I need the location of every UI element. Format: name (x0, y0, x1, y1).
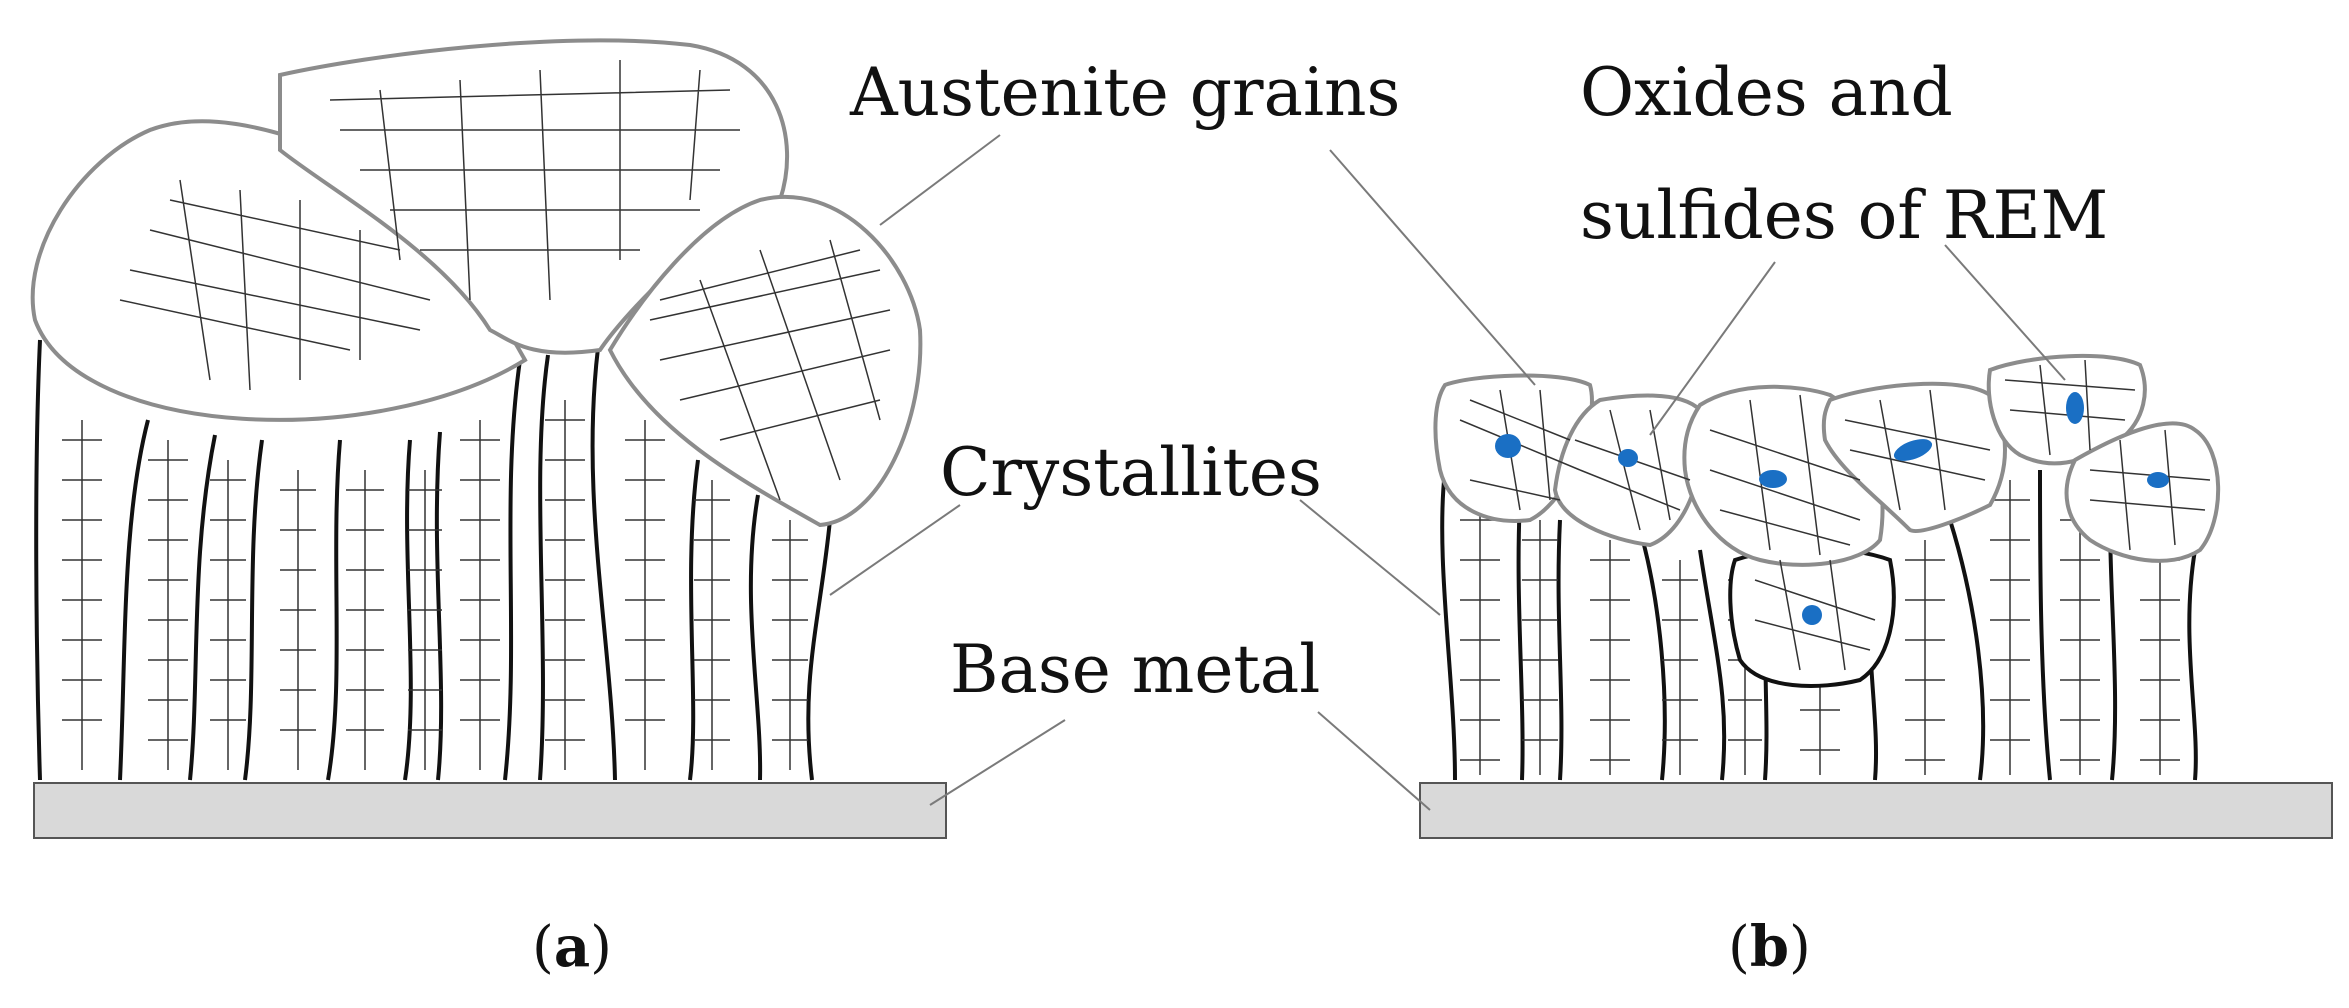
austenite-grains-b (1433, 353, 2221, 688)
label-crystallites: Crystallites (940, 434, 1322, 511)
crystallite-ticks-b (1460, 480, 2180, 775)
crystallites-a (34, 339, 832, 781)
inclusion-dot (2066, 392, 2084, 424)
inclusion-dot (1495, 434, 1521, 458)
base-metal-plate-a (33, 782, 947, 839)
inclusion-dot (1759, 470, 1787, 488)
caption-a-close: ) (590, 915, 612, 980)
caption-b: (b) (1728, 914, 1811, 980)
leader-lines (829, 134, 2066, 811)
label-austenite-grains: Austenite grains (849, 54, 1400, 131)
caption-b-letter: b (1750, 914, 1789, 980)
inclusion-dot (1893, 439, 1933, 461)
caption-b-open: ( (1728, 915, 1750, 980)
label-oxides-line1: Oxides and (1580, 54, 1953, 131)
caption-b-close: ) (1789, 915, 1811, 980)
label-oxides-line2: sulfides of REM (1580, 177, 2108, 254)
inclusion-dot (1618, 449, 1638, 467)
inclusion-dot (1802, 605, 1822, 625)
crystallite-ticks-a (62, 400, 808, 770)
caption-a: (a) (532, 914, 612, 980)
austenite-grains-a (30, 38, 923, 528)
panel-a (30, 38, 947, 839)
inclusion-dot (2147, 472, 2169, 488)
caption-a-letter: a (554, 914, 590, 980)
panel-b (1419, 353, 2333, 839)
label-base-metal: Base metal (950, 631, 1320, 708)
base-metal-plate-b (1419, 782, 2333, 839)
caption-a-open: ( (532, 915, 554, 980)
rem-inclusions (1495, 392, 2169, 625)
